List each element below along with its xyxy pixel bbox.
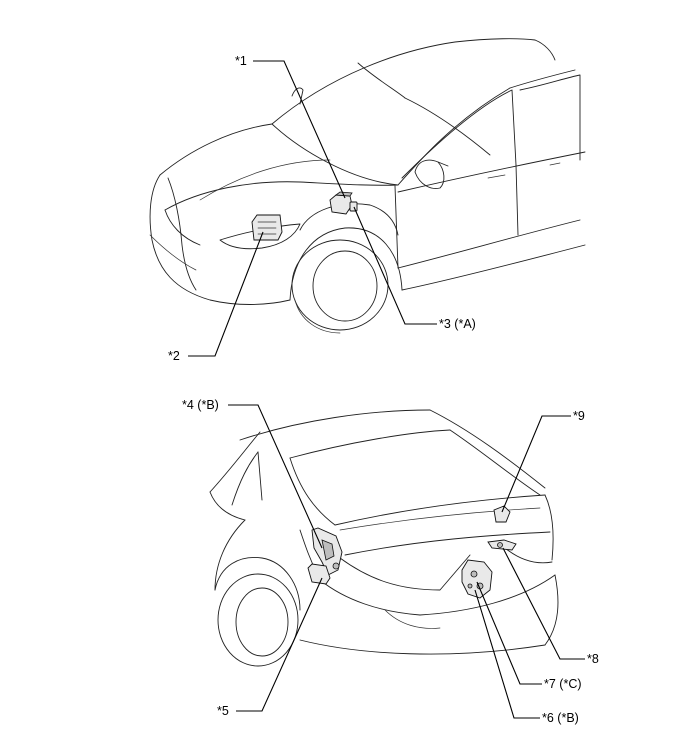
callout-8-label: *8 [587, 652, 599, 666]
callout-labels: *1 *2 *3 (*A) *4 (*B) *5 *6 (*B) *7 (*C)… [168, 54, 599, 725]
front-car-illustration [149, 38, 586, 334]
callout-2-label: *2 [168, 349, 180, 363]
part-5-module [307, 563, 331, 585]
leader-4 [228, 404, 323, 549]
part-1-sensor-unit [329, 191, 353, 215]
callout-5-label: *5 [217, 704, 229, 718]
leader-6 [474, 589, 540, 719]
rear-car-illustration [209, 409, 559, 667]
leader-2 [188, 231, 264, 357]
leader-5 [236, 577, 323, 712]
leader-lines [188, 60, 585, 719]
callout-4-label: *4 (*B) [182, 398, 219, 412]
part-2-ecu [251, 214, 283, 241]
callout-1-label: *1 [235, 54, 247, 68]
part-8-latch-switch [487, 539, 517, 551]
part-9-switch [493, 505, 511, 523]
leader-7 [476, 581, 542, 685]
part-4-lock-assembly [311, 527, 343, 576]
part-3-connector [349, 201, 358, 212]
callout-7-label: *7 (*C) [544, 677, 582, 691]
callout-9-label: *9 [573, 409, 585, 423]
leader-3 [353, 206, 437, 325]
callout-6-label: *6 (*B) [542, 711, 579, 725]
callout-3-label: *3 (*A) [439, 317, 476, 331]
leader-1 [253, 60, 346, 199]
leader-8 [502, 547, 585, 660]
part-6-7-lock-mechanism [461, 559, 493, 599]
leader-9 [501, 415, 571, 513]
